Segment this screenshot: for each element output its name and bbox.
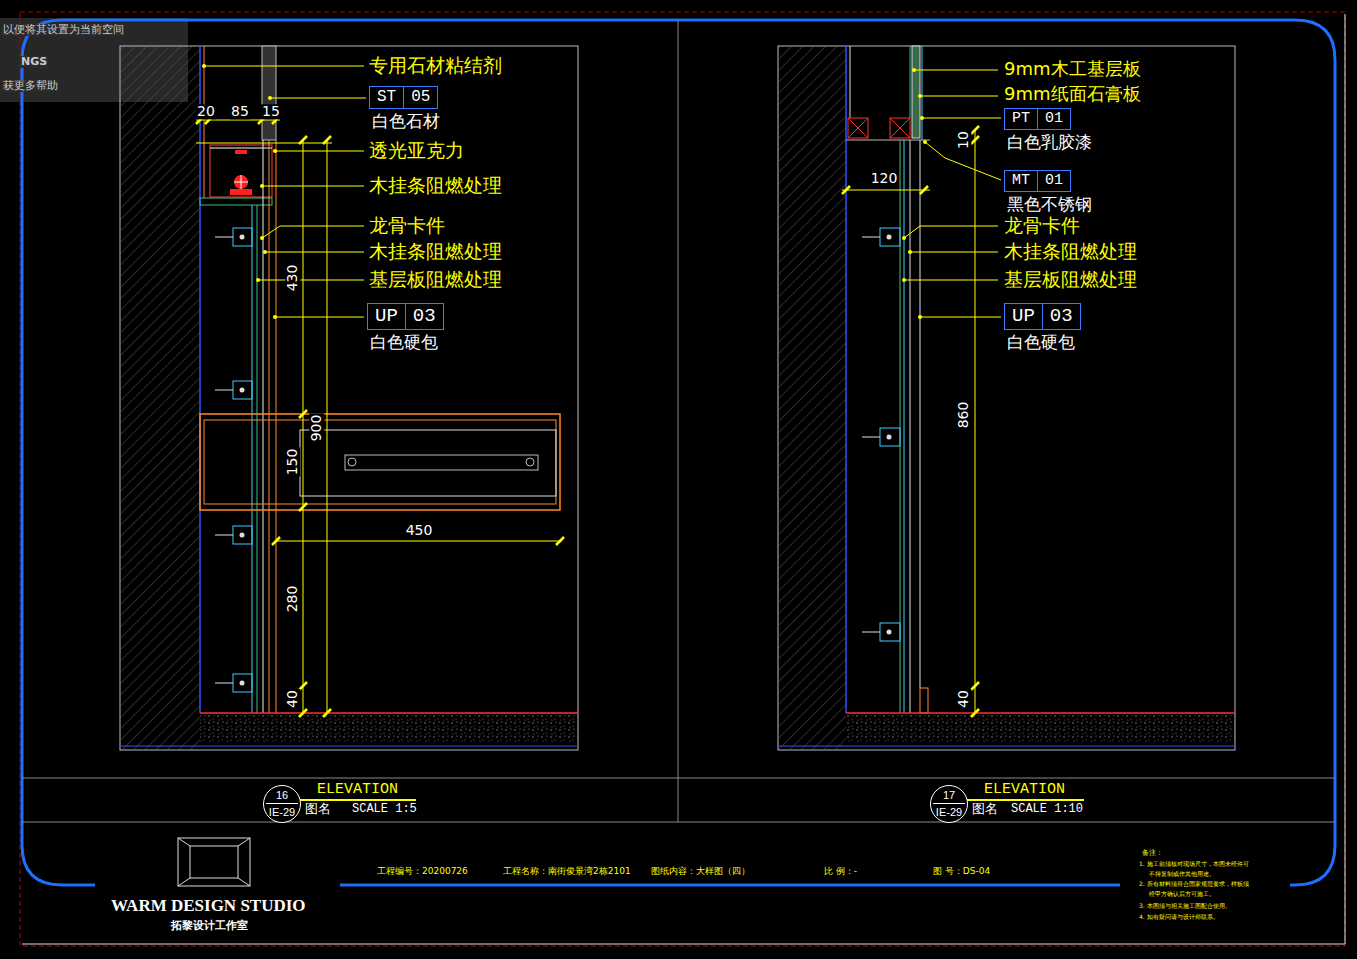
material-number: 03: [1042, 304, 1080, 329]
material-code: ST: [370, 87, 403, 108]
dimension-text: 150: [285, 448, 300, 477]
note-text: 2. 所有材料须符合国家规范要求，样板须: [1138, 881, 1250, 888]
title-block-field: 图 号：DS-04: [932, 867, 991, 877]
material-number: 05: [403, 87, 437, 108]
sheet-edge: [1345, 14, 1346, 944]
dimension-text: 120: [870, 171, 899, 186]
dimension-text: 450: [405, 523, 434, 538]
dimension-text: 40: [956, 689, 971, 709]
circle-divider: [933, 803, 965, 804]
dimension-text: 85: [230, 104, 250, 119]
ui-hint: 以便将其设置为当前空间: [2, 24, 125, 36]
note-text: 不得复制或作其他用途。: [1148, 871, 1216, 878]
note-text: 3. 本图须与相关施工图配合使用。: [1138, 903, 1232, 910]
title-block-field: 比 例：-: [823, 867, 858, 877]
material-code: PT: [1005, 109, 1037, 129]
ui-hint: 获更多帮助: [2, 80, 59, 92]
tag-box: MT01: [1004, 170, 1071, 192]
studio-name-cn: 拓黎设计工作室: [170, 920, 249, 932]
view-callout-circle: 16IE-29: [263, 785, 301, 823]
note-text: 4. 如有疑问请与设计师联系。: [1138, 914, 1220, 921]
dimension-text: 20: [196, 104, 216, 119]
title-block-field: 工程名称：南街俊景湾2栋2101: [502, 867, 632, 877]
material-description: 白色硬包: [370, 333, 438, 352]
note-text: 1. 施工前须核对现场尺寸，本图未经许可: [1138, 861, 1250, 868]
title-underline: [967, 799, 1084, 801]
material-label: 木挂条阻燃处理: [368, 241, 503, 262]
sheet-border: [20, 12, 1345, 946]
view-subtitle: 图名: [971, 802, 999, 816]
dimension-text: 10: [956, 130, 971, 150]
tag-box: ST05: [369, 86, 438, 109]
frame-border: [340, 884, 1120, 887]
frame-border: [22, 20, 1335, 885]
title-block-field: 工程编号：20200726: [376, 867, 469, 877]
note-text: 备注：: [1141, 850, 1164, 858]
material-number: 01: [1037, 171, 1070, 191]
material-code: UP: [1005, 304, 1042, 329]
dimension-text: 40: [285, 689, 300, 709]
sheet-number: IE-29: [931, 807, 967, 818]
material-label: 龙骨卡件: [1003, 215, 1081, 236]
view-subtitle: 图名: [304, 802, 332, 816]
material-label: 木挂条阻燃处理: [368, 175, 503, 196]
tag-box: UP03: [367, 303, 444, 330]
circle-divider: [266, 803, 298, 804]
material-tag: UP03白色硬包: [1004, 303, 1081, 330]
material-number: 03: [405, 304, 443, 329]
material-description: 黑色不锈钢: [1007, 195, 1092, 214]
tag-box: PT01: [1004, 108, 1071, 130]
material-description: 白色硬包: [1007, 333, 1075, 352]
material-number: 01: [1037, 109, 1070, 129]
tag-box: UP03: [1004, 303, 1081, 330]
material-tag: PT01白色乳胶漆: [1004, 107, 1071, 130]
grid-line: [678, 20, 679, 822]
view-title: ELEVATION: [983, 782, 1066, 799]
title-block-field: 图纸内容：大样图（四）: [650, 867, 751, 877]
material-description: 白色乳胶漆: [1007, 133, 1092, 152]
view-scale: SCALE 1:10: [1010, 803, 1084, 816]
left-section: [120, 46, 578, 750]
material-code: MT: [1005, 171, 1037, 191]
dimension-text: 280: [285, 585, 300, 614]
material-tag: MT01黑色不锈钢: [1004, 169, 1071, 192]
ui-hint: NGS: [20, 56, 48, 68]
material-label: 木挂条阻燃处理: [1003, 241, 1138, 262]
view-title: ELEVATION: [316, 782, 399, 799]
material-label: 透光亚克力: [368, 140, 465, 161]
title-underline: [300, 799, 416, 801]
sheet-number: IE-29: [264, 807, 300, 818]
note-text: 经甲方确认后方可施工。: [1148, 891, 1216, 898]
material-label: 9mm纸面石膏板: [1003, 84, 1142, 104]
view-callout-circle: 17IE-29: [930, 785, 968, 823]
dimension-text: 15: [261, 104, 281, 119]
studio-name: WARM DESIGN STUDIO: [110, 897, 307, 916]
dimension-text: 430: [285, 264, 300, 293]
sheet-edge: [22, 944, 1345, 945]
material-code: UP: [368, 304, 405, 329]
material-label: 基层板阻燃处理: [1003, 269, 1138, 290]
dimension-text: 900: [309, 414, 324, 443]
view-scale: SCALE 1:5: [351, 803, 418, 816]
material-tag: ST05白色石材: [369, 86, 438, 109]
material-description: 白色石材: [372, 112, 440, 131]
right-section: [778, 46, 1235, 750]
dimension-text: 860: [956, 401, 971, 430]
material-label: 龙骨卡件: [368, 215, 446, 236]
studio-logo: [178, 838, 250, 886]
material-label: 基层板阻燃处理: [368, 269, 503, 290]
material-tag: UP03白色硬包: [367, 303, 444, 330]
material-label: 专用石材粘结剂: [368, 55, 503, 76]
view-number: 17: [931, 790, 967, 801]
material-label: 9mm木工基层板: [1003, 59, 1142, 79]
view-number: 16: [264, 790, 300, 801]
